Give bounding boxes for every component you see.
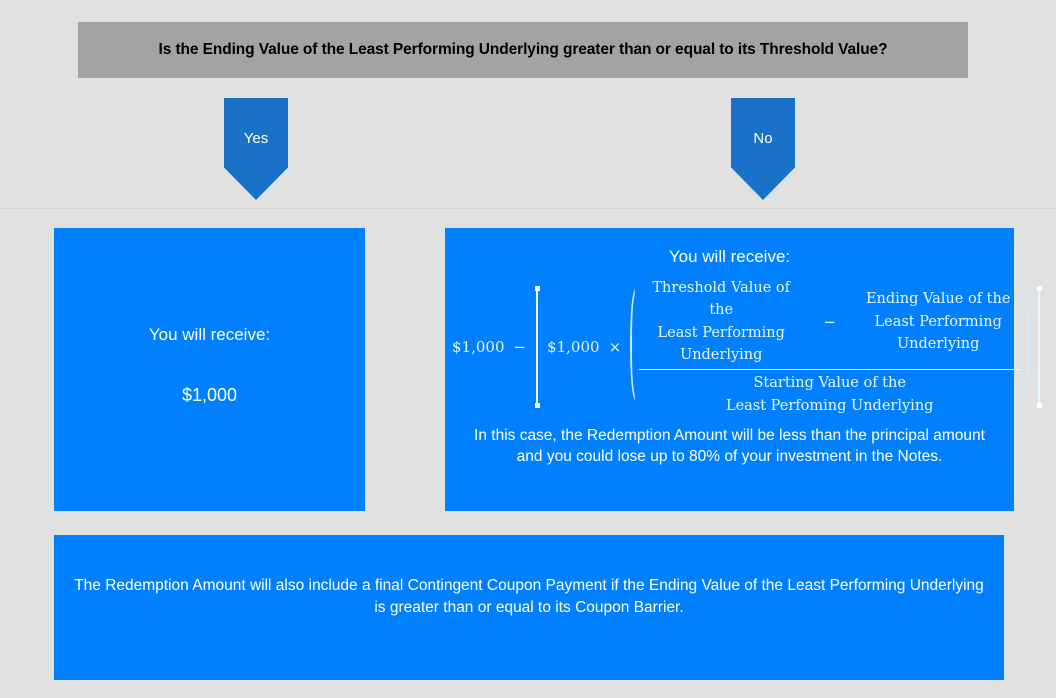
numerator-threshold-line1: Threshold Value of the <box>652 279 790 319</box>
absolute-value-bar-right <box>1037 286 1043 408</box>
formula-minus-operator: − <box>513 338 527 356</box>
yes-receive-label: You will receive: <box>148 325 271 344</box>
coupon-note-panel: The Redemption Amount will also include … <box>54 535 1004 680</box>
section-divider <box>0 208 1056 209</box>
formula-numerator: Threshold Value of the Least Performing … <box>639 277 1021 369</box>
numerator-threshold-line2: Least Performing <box>657 324 785 341</box>
formula-fraction: Threshold Value of the Least Performing … <box>638 277 1021 417</box>
decision-question-text: Is the Ending Value of the Least Perform… <box>158 40 888 58</box>
paren-close-icon: ) <box>1023 272 1031 414</box>
branch-label-no: No <box>753 130 773 147</box>
numerator-threshold-term: Threshold Value of the Least Performing … <box>639 277 804 367</box>
numerator-ending-line2: Least Performing <box>874 313 1002 330</box>
denominator-line1: Starting Value of the <box>753 375 906 392</box>
section-divider-secondary <box>0 226 1056 227</box>
numerator-ending-line3: Underlying <box>896 336 980 353</box>
formula-multiplier: $1,000 <box>547 338 600 356</box>
formula-principal: $1,000 <box>452 338 505 356</box>
absolute-value-bar-left <box>535 286 541 408</box>
outcome-panel-yes: You will receive: $1,000 <box>54 228 365 511</box>
outcome-panel-no: You will receive: $1,000 − $1,000 × ( Th… <box>445 228 1043 511</box>
branch-label-yes: Yes <box>243 130 269 147</box>
branch-arrow-no: No <box>731 98 795 200</box>
fraction-bar <box>638 368 1021 371</box>
coupon-note-text: The Redemption Amount will also include … <box>74 577 984 616</box>
no-outcome-footer-text: In this case, the Redemption Amount will… <box>474 427 985 465</box>
no-receive-label: You will receive: <box>668 247 791 266</box>
formula-times-operator: × <box>608 338 622 356</box>
branch-arrow-yes: Yes <box>224 98 288 200</box>
numerator-threshold-line3: Underlying <box>679 347 763 364</box>
denominator-line2: Least Perfoming Underlying <box>725 397 934 414</box>
paren-open-icon: ( <box>628 272 637 414</box>
numerator-ending-term: Ending Value of the Least Performing Und… <box>856 288 1021 355</box>
formula-denominator: Starting Value of the Least Perfoming Un… <box>639 370 1021 417</box>
decision-question-bar: Is the Ending Value of the Least Perform… <box>78 22 968 78</box>
redemption-amount-formula: $1,000 − $1,000 × ( Threshold Value of t… <box>445 272 1043 414</box>
yes-redemption-amount: $1,000 <box>181 385 238 405</box>
numerator-ending-line1: Ending Value of the <box>865 291 1011 308</box>
numerator-minus-operator: − <box>823 312 836 331</box>
